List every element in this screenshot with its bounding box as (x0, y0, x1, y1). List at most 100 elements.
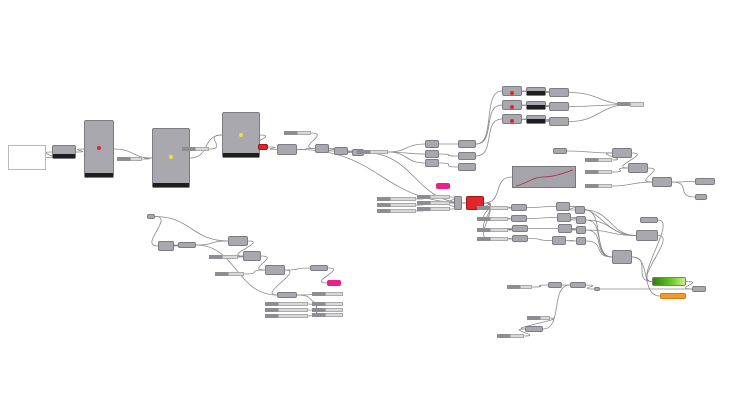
component-node[interactable] (512, 235, 528, 242)
component-node[interactable] (553, 148, 567, 154)
number-slider[interactable] (585, 184, 612, 188)
component-node[interactable] (558, 224, 572, 233)
component-node[interactable] (84, 120, 114, 178)
component-node[interactable] (425, 150, 439, 158)
component-node[interactable] (526, 87, 546, 96)
component-node[interactable] (458, 152, 476, 160)
wire (438, 162, 459, 168)
number-slider[interactable] (507, 285, 532, 289)
wire (646, 235, 664, 282)
number-slider[interactable] (497, 334, 524, 338)
component-node[interactable] (526, 101, 546, 110)
component-node[interactable] (640, 217, 658, 223)
number-slider[interactable] (215, 272, 244, 276)
number-slider[interactable] (182, 147, 209, 151)
number-slider[interactable] (477, 228, 508, 232)
wire (171, 244, 181, 247)
number-slider[interactable] (312, 302, 343, 306)
component-node[interactable] (147, 214, 155, 219)
colour-swatch[interactable] (436, 183, 450, 189)
component-node[interactable] (594, 287, 600, 291)
component-node[interactable] (334, 147, 348, 155)
number-slider[interactable] (527, 316, 550, 320)
number-slider[interactable] (617, 102, 644, 107)
component-node[interactable] (152, 128, 190, 188)
component-node[interactable] (315, 144, 329, 153)
wire (447, 202, 457, 210)
component-node[interactable] (576, 226, 586, 234)
component-node[interactable] (277, 292, 297, 298)
component-node[interactable] (526, 115, 546, 124)
component-node[interactable] (549, 88, 569, 97)
component-node[interactable] (552, 236, 566, 245)
error-component[interactable] (258, 144, 268, 150)
component-node[interactable] (548, 282, 562, 288)
component-node[interactable] (511, 215, 527, 222)
component-node[interactable] (695, 178, 715, 185)
number-slider[interactable] (417, 195, 450, 199)
colour-swatch[interactable] (327, 280, 341, 286)
component-node[interactable] (556, 202, 570, 211)
preview-component[interactable] (652, 277, 686, 286)
component-node[interactable] (525, 326, 543, 332)
component-node[interactable] (557, 213, 571, 222)
component-node[interactable] (570, 282, 586, 288)
number-slider[interactable] (209, 255, 238, 259)
number-slider[interactable] (265, 308, 308, 312)
number-slider[interactable] (117, 157, 142, 161)
number-slider[interactable] (477, 206, 508, 210)
number-slider[interactable] (265, 302, 308, 306)
component-node[interactable] (458, 163, 476, 171)
graph-mapper[interactable] (512, 166, 576, 188)
component-node[interactable] (695, 194, 707, 200)
component-node[interactable] (502, 114, 522, 124)
component-node[interactable] (502, 86, 522, 96)
component-node[interactable] (454, 196, 462, 210)
component-node[interactable] (458, 140, 476, 148)
number-slider[interactable] (377, 203, 416, 207)
number-slider[interactable] (377, 209, 416, 213)
number-slider[interactable] (585, 158, 612, 162)
component-node[interactable] (222, 112, 260, 158)
component-node[interactable] (243, 251, 261, 261)
component-node[interactable] (612, 148, 632, 158)
component-node[interactable] (52, 145, 76, 159)
warning-component[interactable] (660, 293, 686, 299)
number-slider[interactable] (477, 237, 508, 241)
component-node[interactable] (228, 236, 248, 246)
number-slider[interactable] (477, 217, 508, 221)
number-slider[interactable] (312, 313, 343, 317)
component-node[interactable] (576, 237, 586, 245)
component-node[interactable] (265, 265, 285, 275)
component-node[interactable] (549, 117, 569, 126)
component-node[interactable] (178, 242, 196, 248)
number-slider[interactable] (357, 150, 388, 154)
component-node[interactable] (277, 144, 297, 155)
component-node[interactable] (158, 241, 174, 251)
component-node[interactable] (549, 102, 569, 111)
component-node[interactable] (310, 265, 328, 271)
text-panel[interactable] (8, 145, 46, 170)
component-node[interactable] (512, 225, 528, 232)
number-slider[interactable] (312, 308, 343, 312)
component-node[interactable] (575, 206, 585, 214)
component-node[interactable] (612, 250, 632, 264)
component-node[interactable] (636, 230, 658, 241)
number-slider[interactable] (377, 197, 416, 201)
component-node[interactable] (511, 204, 527, 211)
number-slider[interactable] (265, 314, 308, 318)
number-slider[interactable] (284, 131, 311, 135)
component-node[interactable] (692, 286, 706, 292)
component-node[interactable] (502, 100, 522, 110)
component-node[interactable] (425, 159, 439, 167)
number-slider[interactable] (312, 292, 343, 296)
number-slider[interactable] (585, 170, 612, 174)
component-node[interactable] (425, 140, 439, 148)
component-node[interactable] (628, 163, 648, 173)
component-node[interactable] (576, 216, 586, 224)
number-slider[interactable] (417, 201, 450, 205)
node-footer (527, 105, 545, 109)
number-slider[interactable] (417, 207, 450, 211)
component-node[interactable] (652, 177, 672, 187)
